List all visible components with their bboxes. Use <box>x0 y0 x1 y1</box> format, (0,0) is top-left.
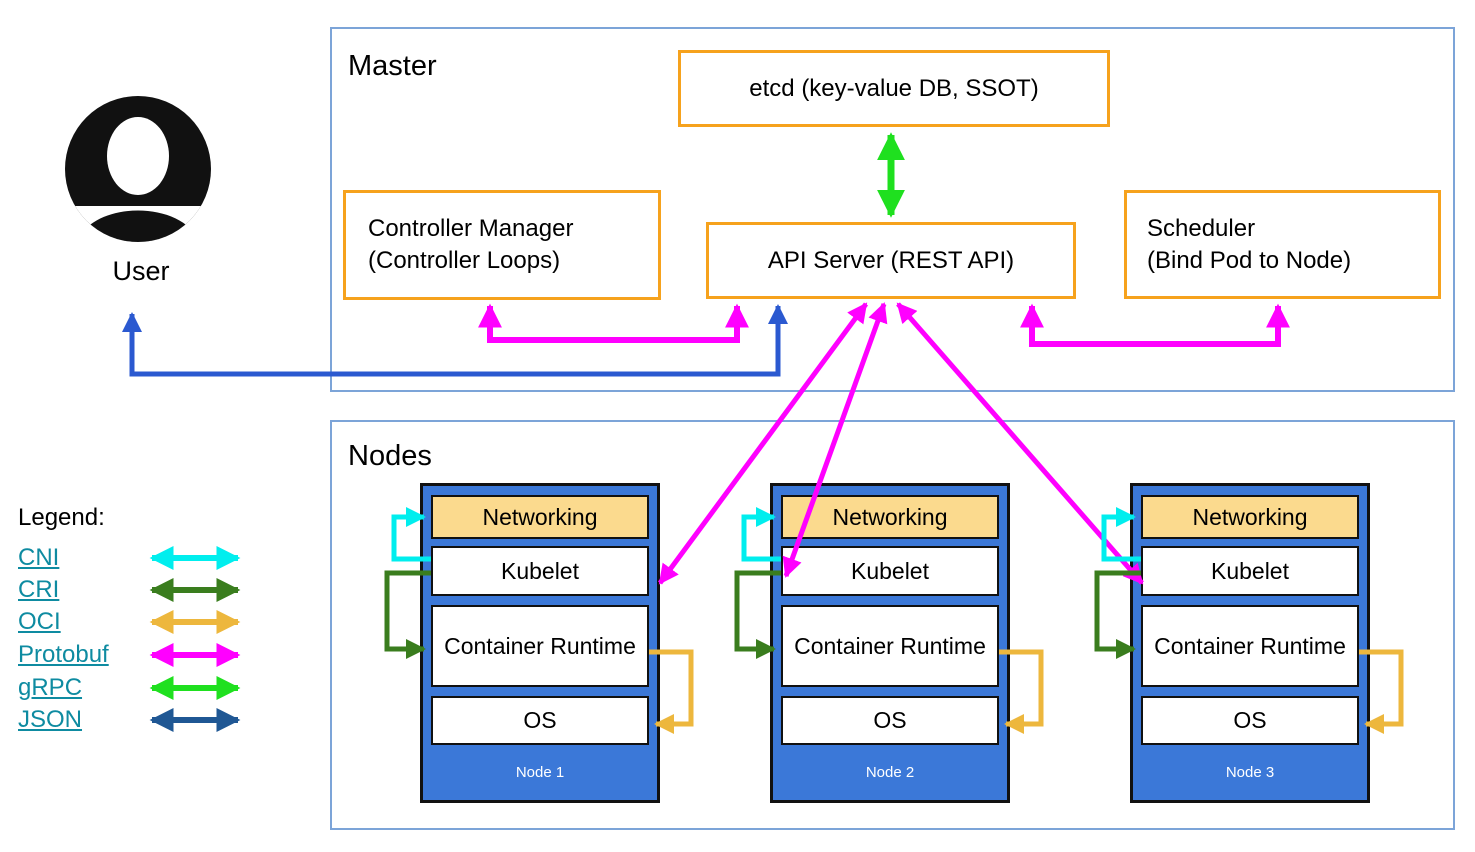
node3-os-box: OS <box>1141 696 1359 745</box>
nodes-section-title: Nodes <box>348 440 432 472</box>
node2-kubelet-box: Kubelet <box>781 546 999 596</box>
legend-link-oci[interactable]: OCI <box>18 608 61 635</box>
node1-kubelet-box: Kubelet <box>431 546 649 596</box>
api-server-box: API Server (REST API) <box>706 222 1076 299</box>
node3-container-runtime-label: Container Runtime <box>1154 632 1346 659</box>
node2-os-box: OS <box>781 696 999 745</box>
node3-networking-label: Networking <box>1192 503 1308 530</box>
node3-os-label: OS <box>1233 707 1267 734</box>
node1-container-runtime-box: Container Runtime <box>431 605 649 687</box>
node1-container-runtime-label: Container Runtime <box>444 632 636 659</box>
controller-manager-label-line1: Controller Manager <box>368 215 574 243</box>
node1-os-label: OS <box>523 707 557 734</box>
node3-kubelet-box: Kubelet <box>1141 546 1359 596</box>
master-section-frame <box>330 27 1455 392</box>
scheduler-label-line2: (Bind Pod to Node) <box>1147 246 1352 274</box>
node2-container-runtime-label: Container Runtime <box>794 632 986 659</box>
node2-label: Node 2 <box>865 764 915 781</box>
scheduler-box: Scheduler (Bind Pod to Node) <box>1124 190 1441 299</box>
api-server-label: API Server (REST API) <box>767 246 1015 274</box>
node3-container-runtime-box: Container Runtime <box>1141 605 1359 687</box>
node-2: Networking Kubelet Container Runtime OS … <box>770 483 1010 803</box>
node1-os-box: OS <box>431 696 649 745</box>
node2-kubelet-label: Kubelet <box>850 557 929 584</box>
node1-label: Node 1 <box>515 764 565 781</box>
node1-kubelet-label: Kubelet <box>500 557 579 584</box>
node1-networking-box: Networking <box>431 495 649 539</box>
user-label: User <box>112 256 170 286</box>
legend-link-grpc[interactable]: gRPC <box>18 674 83 701</box>
legend-link-cri[interactable]: CRI <box>18 576 60 603</box>
legend-title: Legend: <box>18 504 105 531</box>
node2-networking-box: Networking <box>781 495 999 539</box>
etcd-box: etcd (key-value DB, SSOT) <box>678 50 1110 127</box>
node3-label: Node 3 <box>1225 764 1275 781</box>
node-1: Networking Kubelet Container Runtime OS … <box>420 483 660 803</box>
node3-kubelet-label: Kubelet <box>1210 557 1289 584</box>
node2-container-runtime-box: Container Runtime <box>781 605 999 687</box>
node2-os-label: OS <box>873 707 907 734</box>
controller-manager-label-line2: (Controller Loops) <box>368 247 561 274</box>
node-3: Networking Kubelet Container Runtime OS … <box>1130 483 1370 803</box>
scheduler-label-line1: Scheduler <box>1147 214 1256 242</box>
legend-link-protobuf[interactable]: Protobuf <box>18 641 109 668</box>
controller-manager-box: Controller Manager (Controller Loops) <box>343 190 661 300</box>
master-section-title: Master <box>348 50 437 82</box>
nodes-section-frame <box>330 420 1455 830</box>
etcd-label: etcd (key-value DB, SSOT) <box>749 74 1039 102</box>
node2-networking-label: Networking <box>832 503 948 530</box>
user-icon <box>65 96 211 242</box>
node3-networking-box: Networking <box>1141 495 1359 539</box>
legend-link-cni[interactable]: CNI <box>18 544 60 571</box>
node1-networking-label: Networking <box>482 503 598 530</box>
legend-link-json[interactable]: JSON <box>18 706 83 733</box>
